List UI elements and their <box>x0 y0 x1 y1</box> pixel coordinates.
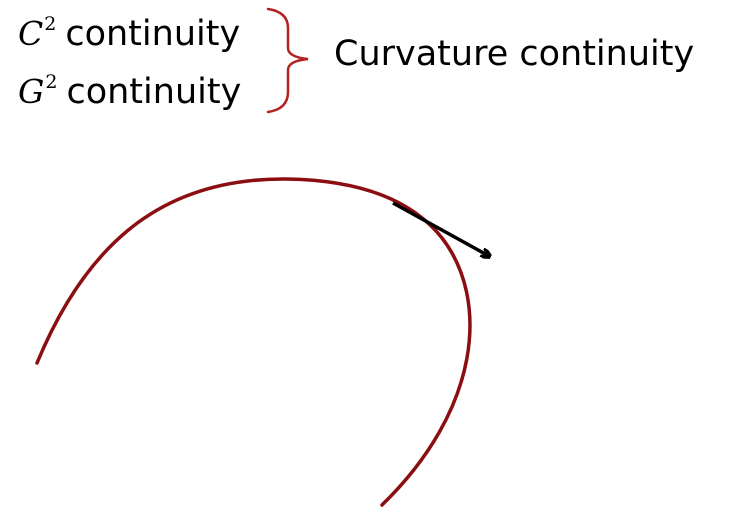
c2-exponent: 2 <box>44 13 57 35</box>
c2-text: continuity <box>65 14 241 54</box>
g2-exponent: 2 <box>45 71 58 93</box>
curly-brace <box>266 7 309 114</box>
g2-symbol: G <box>18 72 45 111</box>
g2-continuity-label: G2 continuity <box>18 71 242 117</box>
curve <box>35 177 472 507</box>
c2-symbol: C <box>18 14 44 53</box>
tangent-arrow <box>392 201 489 256</box>
curvature-continuity-label: Curvature continuity <box>334 34 695 74</box>
c2-continuity-label: C2 continuity <box>18 13 241 59</box>
g2-text: continuity <box>66 72 242 112</box>
